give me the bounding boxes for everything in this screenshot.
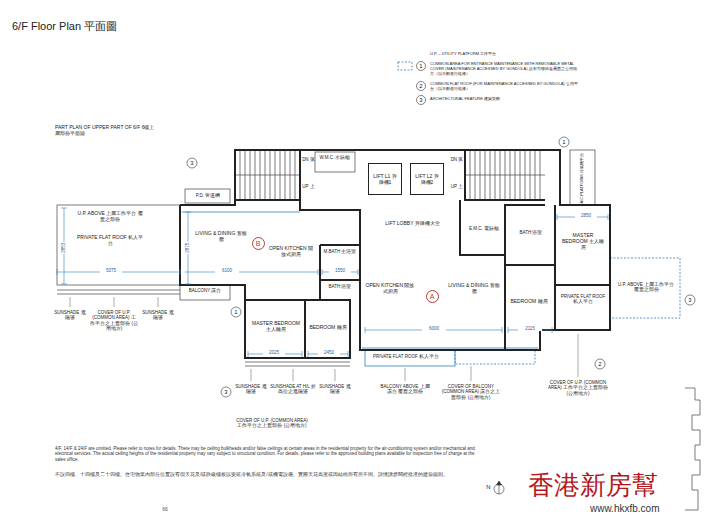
footnote: 不設四樓、十四樓及二十四樓。住宅物業內部分位置設有假天花及/或跌級樓板以安裝冷氣… — [55, 472, 475, 477]
callout-number: 2 — [415, 82, 427, 91]
room-label: M.BATH 主浴室 — [322, 249, 358, 254]
feature-label: COVER OF BALCONY (COMMON AREA) 露台之上蓋部份 (… — [440, 384, 502, 400]
room-label: OPEN KITCHEN 開放式廚房 — [268, 245, 314, 257]
area-label: A/C PLATFORM 冷氣機平台 — [580, 153, 585, 203]
callout-number: 3 — [415, 96, 427, 105]
page-number: 66 — [155, 506, 175, 512]
unit-letter: B — [256, 240, 261, 247]
callout-number: 2 — [594, 360, 606, 369]
callout-number: 3 — [684, 296, 696, 305]
feature-label: COVER OF U.P. (COMMON AREA) 工作平台之上蓋部份 (公… — [545, 380, 611, 396]
callout-number: 1 — [230, 308, 242, 317]
area-label: U.P. ABOVE 上層工作平台 覆蓋之部份 — [616, 282, 676, 293]
north-arrow — [494, 481, 504, 494]
walls — [180, 150, 610, 358]
feature-label: SUNSHADE 遮陽篷 — [52, 310, 88, 321]
room-label: BEDROOM 睡房 — [509, 298, 549, 304]
room-label: P.D. 管道槽 — [186, 193, 230, 198]
dimension: 2025 — [263, 350, 285, 355]
watermark: 香港新房幫 — [528, 472, 658, 498]
feature-label: COVER OF U.P. (COMMON AREA) 工作平台之上蓋部份 (公… — [90, 310, 138, 332]
stair-label: DN 落 — [450, 157, 464, 162]
balcony-outlines — [182, 212, 680, 366]
dimension: 1550 — [329, 268, 351, 273]
legend-sample — [398, 62, 412, 70]
lift-box: LIFT L2 升降機2 — [410, 163, 444, 195]
dimension: 2115 — [518, 326, 542, 331]
room-label: MASTER BEDROOM 主人睡房 — [250, 320, 302, 332]
stair-label: UP 上 — [450, 184, 464, 189]
feature-label: BALCONY ABOVE 上層露台 覆蓋之部份 — [380, 384, 430, 395]
feature-label: SUNSHADE 遮陽篷 — [234, 384, 268, 395]
area-label: U.P. ABOVE 上層工作平台 覆蓋之部份 — [75, 210, 145, 222]
callout-number: 1 — [415, 62, 427, 71]
dimension: 6000 — [422, 326, 446, 331]
room-label: BATH 浴室 — [322, 284, 358, 289]
leader-lines — [70, 297, 578, 381]
dimension: 5075 — [100, 268, 122, 273]
plan-title: 6/F Floor Plan 平面圖 — [12, 20, 117, 33]
stair-label: UP 上 — [302, 184, 315, 189]
lift-label: LIFT L1 升降機1 — [371, 173, 399, 185]
callout-number: 3 — [186, 159, 198, 168]
north-label: N — [484, 484, 493, 491]
feature-label: SUNSHADE 遮陽篷 — [140, 310, 176, 321]
callout-number: 1 — [558, 138, 570, 147]
dimension: 2875 — [185, 242, 190, 254]
footnote: 4/F, 14/F & 24/F are omitted. Please ref… — [55, 446, 475, 462]
lift-box: LIFT L1 升降機1 — [368, 163, 402, 195]
room-label: W.M.C. 水錶櫃 — [318, 155, 352, 160]
room-label: BALCONY 露台 — [182, 288, 228, 293]
room-label: LIFT LOBBY 升降機大堂 — [385, 220, 440, 226]
legend-text: COMMON AREA FOR ENTRANCE MAINTENANCE WIT… — [430, 62, 580, 76]
stair-label: DN 落 — [302, 157, 315, 162]
dimension: 6100 — [215, 268, 239, 273]
area-label: PRIVATE FLAT ROOF 私人平台 — [560, 294, 606, 305]
dimension-lines — [57, 208, 608, 357]
room-label: E.M.C. 電錶櫃 — [466, 226, 502, 231]
lift-label: LIFT L2 升降機2 — [413, 173, 441, 185]
room-label: BATH 浴室 — [512, 230, 550, 235]
room-label: LIVING & DINING 客飯廳 — [195, 230, 247, 242]
dimension: 2450 — [318, 350, 340, 355]
part-plan-note: PART PLAN OF UPPER PART OF 6/F 6樓上層部份平面圖 — [55, 124, 155, 136]
dimension: 2853 — [61, 242, 66, 254]
feature-label: SUNSHADE 遮陽篷 — [318, 384, 352, 395]
room-label: BEDROOM 睡房 — [309, 324, 347, 330]
room-label: MASTER BEDROOM 主人睡房 — [560, 232, 606, 250]
unit-circle: A — [426, 290, 439, 303]
legend-note: U.P. – UTILITY PLATFORM 工作平台 — [430, 52, 580, 57]
area-label: PRIVATE FLAT ROOF 私人平台 — [372, 354, 440, 359]
area-label: PRIVATE FLAT ROOF 私人平台 — [75, 234, 145, 246]
callout-circles — [187, 62, 695, 398]
feature-label: COVER OF U.P. (COMMON AREA) 工作平台之上蓋部份 (公… — [236, 418, 308, 429]
room-label: OPEN KITCHEN 開放式廚房 — [365, 282, 415, 294]
unit-circle: B — [252, 237, 265, 250]
dimension: 2850 — [575, 213, 597, 218]
callout-number: 3 — [220, 388, 232, 397]
legend-text: ARCHITECTURAL FEATURE 建築裝飾 — [430, 97, 580, 102]
feature-label: SUNSHADE AT H/L 於高位之遮陽篷 — [270, 384, 316, 395]
room-label: LIVING & DINING 客飯廳 — [446, 282, 502, 294]
watermark: www.hkxfb.com — [590, 503, 659, 515]
unit-letter: A — [430, 293, 435, 300]
legend-text: COMMON FLAT ROOF (FOR MAINTENANCE ACCESS… — [430, 82, 580, 92]
